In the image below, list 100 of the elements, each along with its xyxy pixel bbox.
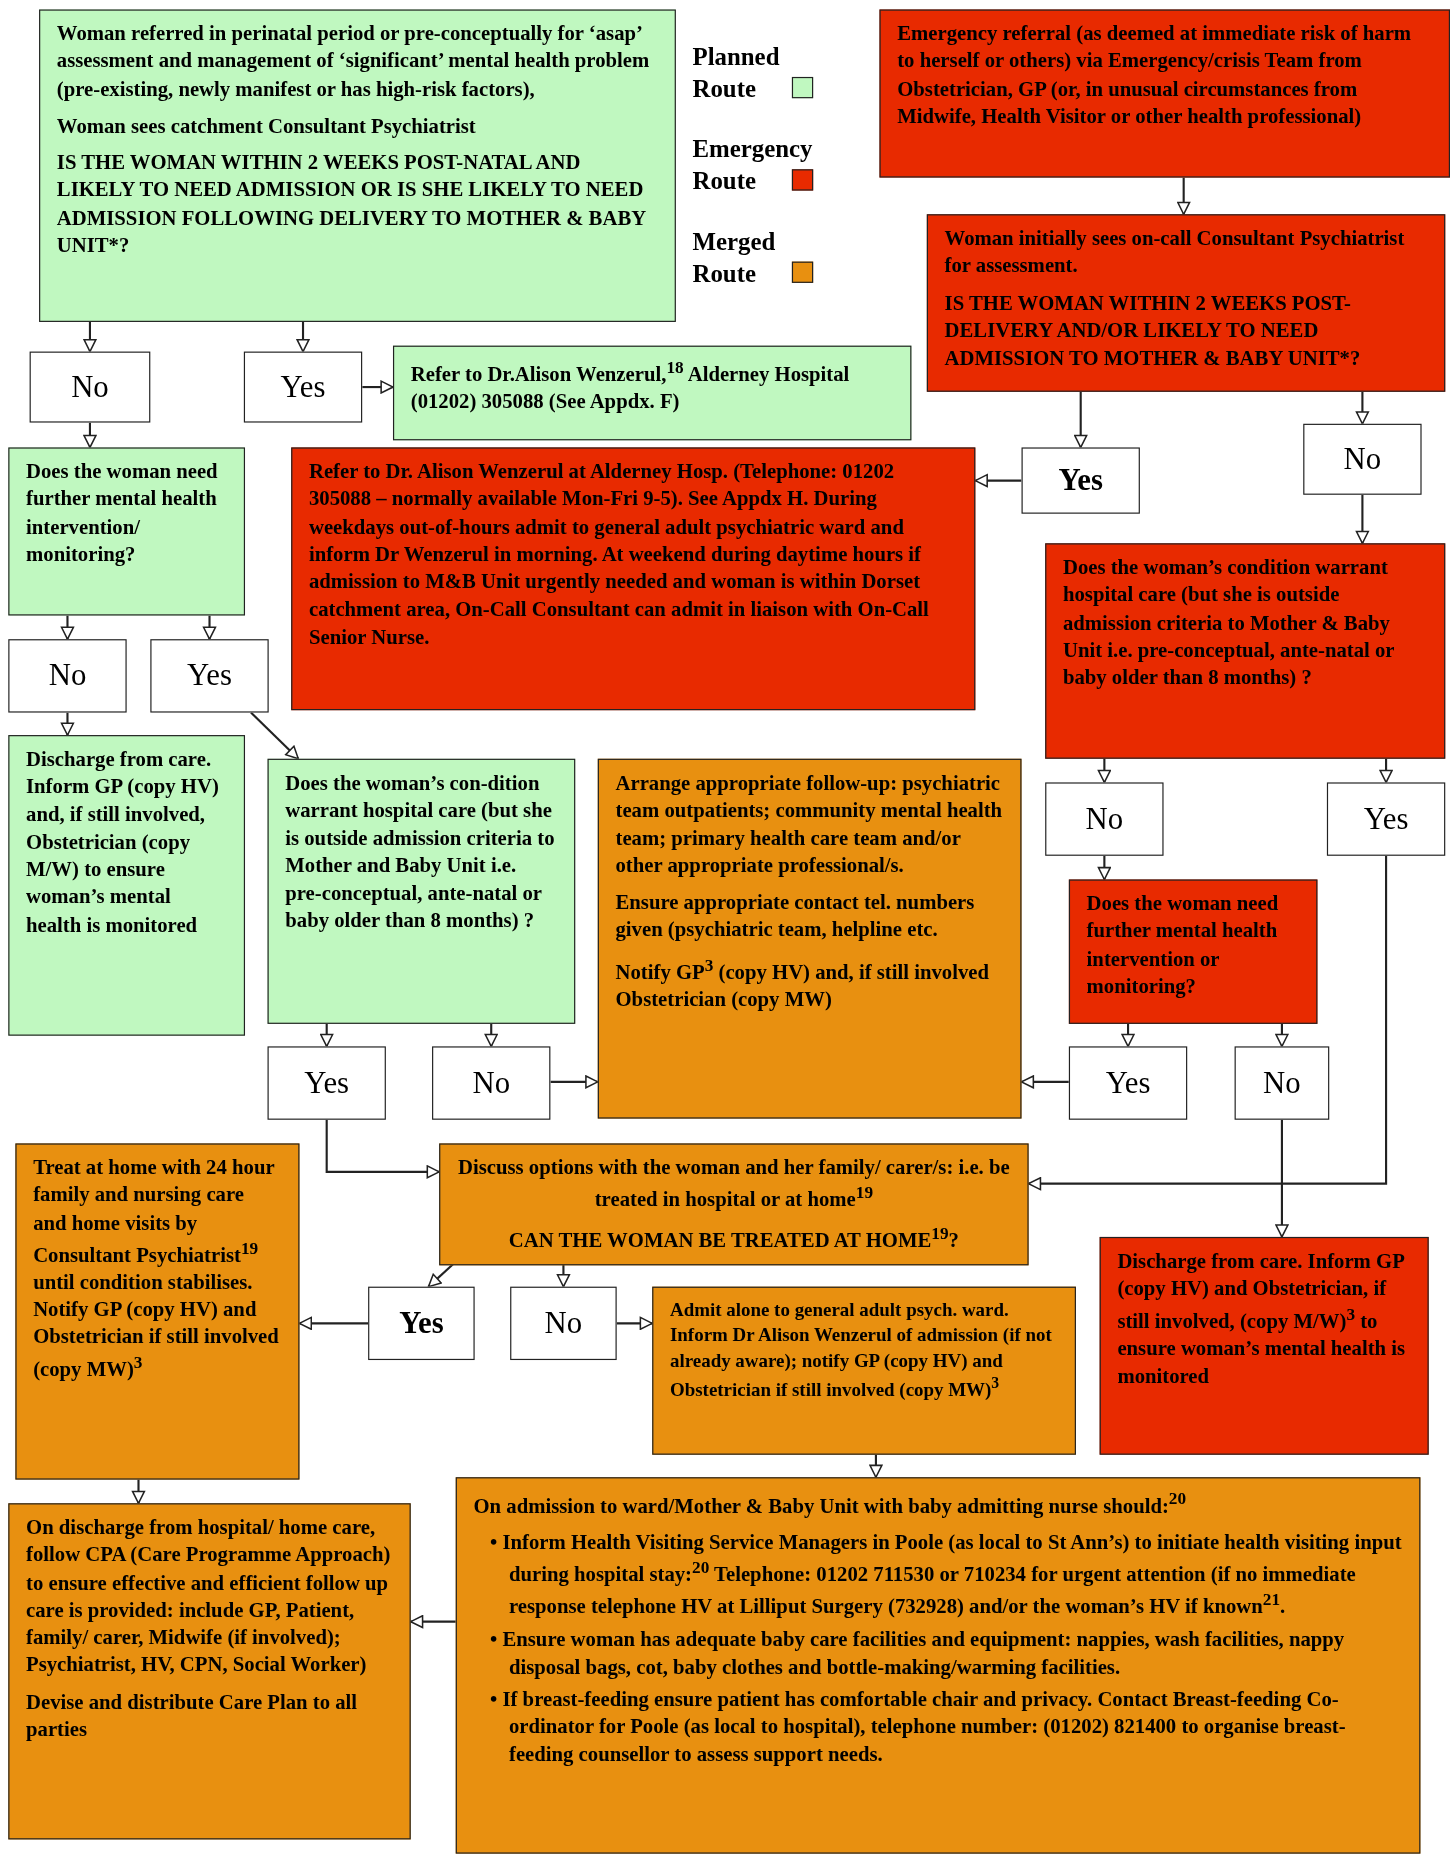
process-box	[1068, 879, 1318, 1024]
answer-label: No	[1085, 801, 1124, 837]
arrow	[616, 1316, 653, 1331]
answer-box	[1021, 447, 1140, 514]
legend-label: Emergency Route	[692, 133, 814, 198]
answer-box	[1068, 1046, 1188, 1120]
answer-box	[432, 1046, 551, 1120]
arrow	[484, 1023, 498, 1048]
answer-label: No	[544, 1305, 583, 1342]
box-text: Does the woman need further mental health intervention/ monitoring?	[26, 458, 219, 568]
arrow	[298, 1316, 369, 1331]
legend-label: Planned Route	[692, 41, 781, 106]
arrow	[83, 422, 97, 449]
box-text: • Ensure woman has adequate baby care facilities and equipment: nappies, wash facilities, nappy disposal bags, cot, baby clothes and bottle-making/warming facilities.	[489, 1626, 1346, 1681]
arrow	[1121, 1023, 1135, 1048]
arrow	[296, 321, 310, 353]
answer-box	[1045, 782, 1164, 856]
arrow	[250, 711, 300, 760]
box-text: Devise and distribute Care Plan to all parties	[26, 1688, 359, 1743]
box-text: Does the woman’s con-dition warrant hospital care (but she is outside admission criteria to Mother and Baby Unit i.e. pre-conceptual, ante-natal or baby older than 8 months) ?	[285, 769, 556, 934]
arrow	[1097, 758, 1112, 784]
process-box	[879, 9, 1450, 178]
answer-label: No	[71, 369, 109, 405]
box-text: Woman initially sees on-call Consultant Psychiatrist for assessment.	[944, 225, 1406, 280]
arrow	[1074, 391, 1088, 449]
box-text: Notify GP$^{3}$ (copy HV) and, if still involved Obstetrician (copy MW)	[615, 953, 990, 1013]
answer-box	[8, 639, 127, 713]
answer-label: Yes	[187, 658, 232, 694]
arrow	[325, 1119, 440, 1179]
arrow	[60, 712, 75, 736]
answer-label: No	[1263, 1065, 1301, 1101]
answer-box	[1303, 423, 1422, 495]
box-text: • If breast-feeding ensure patient has comfortable chair and privacy. Contact Breast-feeding Co-ordinator for Poole (as local to hospital), telephone number: (01202) 821400 to organise breast-feeding counsellor to assess support needs.	[489, 1685, 1347, 1768]
process-box	[8, 1503, 411, 1840]
answer-box	[1326, 782, 1446, 856]
arrow	[1177, 177, 1191, 215]
answer-label: Yes	[1058, 462, 1103, 499]
answer-label: Yes	[1363, 801, 1409, 837]
process-box	[393, 345, 912, 441]
process-box	[652, 1286, 1076, 1455]
arrow	[362, 380, 394, 394]
answer-label: Yes	[280, 369, 326, 405]
arrow	[409, 1614, 456, 1629]
arrow	[1020, 1075, 1069, 1089]
arrow	[1027, 855, 1388, 1191]
process-box	[597, 758, 1022, 1119]
arrow	[1379, 758, 1393, 784]
arrow	[1097, 855, 1112, 881]
answer-label: No	[1343, 441, 1382, 477]
box-text: Woman sees catchment Consultant Psychiatrist	[56, 112, 477, 140]
answer-box	[1234, 1046, 1330, 1120]
process-box	[1099, 1236, 1429, 1455]
box-text: Discharge from care. Inform GP (copy HV) and Obstetrician, if still involved, (copy M/W)$^{3}$ to ensure woman’s mental health is monitored	[1117, 1247, 1407, 1390]
box-text: Refer to Dr. Alison Wenzerul at Alderney Hosp. (Telephone: 01202 305088 – normally available Mon-Fri 9-5). See Appdx H. During weekdays out-of-hours admit to general adult psychiatric ward and inform Dr Wenzerul in morning. At weekend during daytime hours if admission to M&B Unit urgently needed and woman is within Dorset catchment area, On-Call Consultant can admit in liaison with On-Call Senior Nurse.	[308, 458, 930, 651]
process-box	[15, 1143, 300, 1480]
answer-label: Yes	[304, 1065, 350, 1101]
process-box	[291, 447, 976, 711]
box-text: Treat at home with 24 hour family and nursing care and home visits by Consultant Psychiatrist$^{19}$ until condition stabilises. Notify GP (copy HV) and Obstetrician if still involved (copy MW)$^{3}$	[33, 1154, 280, 1383]
box-text: Admit alone to general adult psych. ward. Inform Dr Alison Wenzerul of admission (if not already aware); notify GP (copy HV) and Obstetrician if still involved (copy MW)$^{3}$	[669, 1298, 1053, 1402]
answer-box	[150, 639, 269, 713]
arrow	[202, 615, 217, 640]
answer-label: Yes	[399, 1305, 444, 1342]
arrow	[1275, 1023, 1289, 1048]
answer-box	[267, 1046, 386, 1120]
process-box	[8, 447, 245, 616]
process-box	[1045, 543, 1446, 759]
answer-label: Yes	[1105, 1065, 1151, 1101]
box-text: Discuss options with the woman and her family/ carer/s: i.e. be treated in hospital or at home$^{19}$	[457, 1154, 1011, 1213]
box-text: Does the woman’s condition warrant hospital care (but she is outside admission criteria to Mother & Baby Unit i.e. pre-conceptual, ante-natal or baby older than 8 months) ?	[1062, 554, 1396, 691]
box-text: On admission to ward/Mother & Baby Unit with baby admitting nurse should:$^{20}$	[473, 1488, 1188, 1520]
box-text: Emergency referral (as deemed at immediate risk of harm to herself or others) via Emergency/crisis Team from Obstetrician, GP (or, in unusual circumstances from Midwife, Health Visitor or other health professional)	[897, 20, 1413, 130]
arrow	[1355, 494, 1370, 545]
arrow	[974, 473, 1022, 488]
box-text: IS THE WOMAN WITHIN 2 WEEKS POST-NATAL AND LIKELY TO NEED ADMISSION OR IS SHE LIKELY TO NEED ADMISSION FOLLOWING DELIVERY TO MOTHER & BABY UNIT*?	[56, 149, 647, 259]
arrow	[1355, 391, 1370, 425]
arrow	[550, 1075, 599, 1089]
arrow	[131, 1479, 146, 1505]
box-text: Refer to Dr.Alison Wenzerul,$^{18}$ Alderney Hospital (01202) 305088 (See Appdx. F)	[410, 356, 851, 416]
arrow	[60, 615, 75, 640]
arrow	[320, 1023, 334, 1048]
arrow	[869, 1454, 883, 1478]
box-text: Does the woman need further mental health intervention or monitoring?	[1086, 890, 1280, 1000]
box-text: Ensure appropriate contact tel. numbers given (psychiatric team, helpline etc.	[615, 889, 976, 944]
arrow	[83, 321, 97, 353]
box-text: Arrange appropriate follow-up: psychiatric team outpatients; community mental health team; primary health care team and/or other appropriate professional/s.	[615, 769, 1004, 879]
legend-label: Merged Route	[692, 226, 777, 290]
process-box	[926, 214, 1446, 392]
box-text: Discharge from care. Inform GP (copy HV) and, if still involved, Obstetrician (copy M/W) to ensure woman’s mental health is monitored	[26, 745, 220, 938]
arrow	[1275, 1119, 1289, 1238]
box-text: Woman referred in perinatal period or pre-conceptually for ‘asap’ assessment and management of ‘significant’ mental health problem (pre-existing, newly manifest or has high-risk factors),	[56, 20, 651, 103]
box-text: IS THE WOMAN WITHIN 2 WEEKS POST-DELIVERY AND/OR LIKELY TO NEED ADMISSION TO MOTHER & BABY UNIT*?	[944, 289, 1362, 372]
answer-box	[368, 1286, 475, 1361]
box-text: • Inform Health Visiting Service Managers in Poole (as local to St Ann’s) to initiate health visiting input during hospital stay:$^{20}$ Telephone: 01202 711530 or 710234 for urgent attention (if no immediate response telephone HV at Lilliput Surgery (732928) and/or the woman’s HV if known$^{21}$.	[489, 1529, 1403, 1621]
box-text: On discharge from hospital/ home care, follow CPA (Care Programme Approach) to ensure effective and efficient follow up care is provided: include GP, Patient, family/ carer, Midwife (if involved); Psychiatrist, HV, CPN, Social Worker)	[26, 1514, 392, 1679]
process-box	[439, 1143, 1029, 1266]
answer-box	[243, 351, 363, 423]
process-box	[8, 735, 245, 1036]
box-text: CAN THE WOMAN BE TREATED AT HOME$^{19}$?	[507, 1223, 960, 1255]
process-box	[267, 758, 576, 1024]
answer-label: No	[472, 1065, 511, 1101]
